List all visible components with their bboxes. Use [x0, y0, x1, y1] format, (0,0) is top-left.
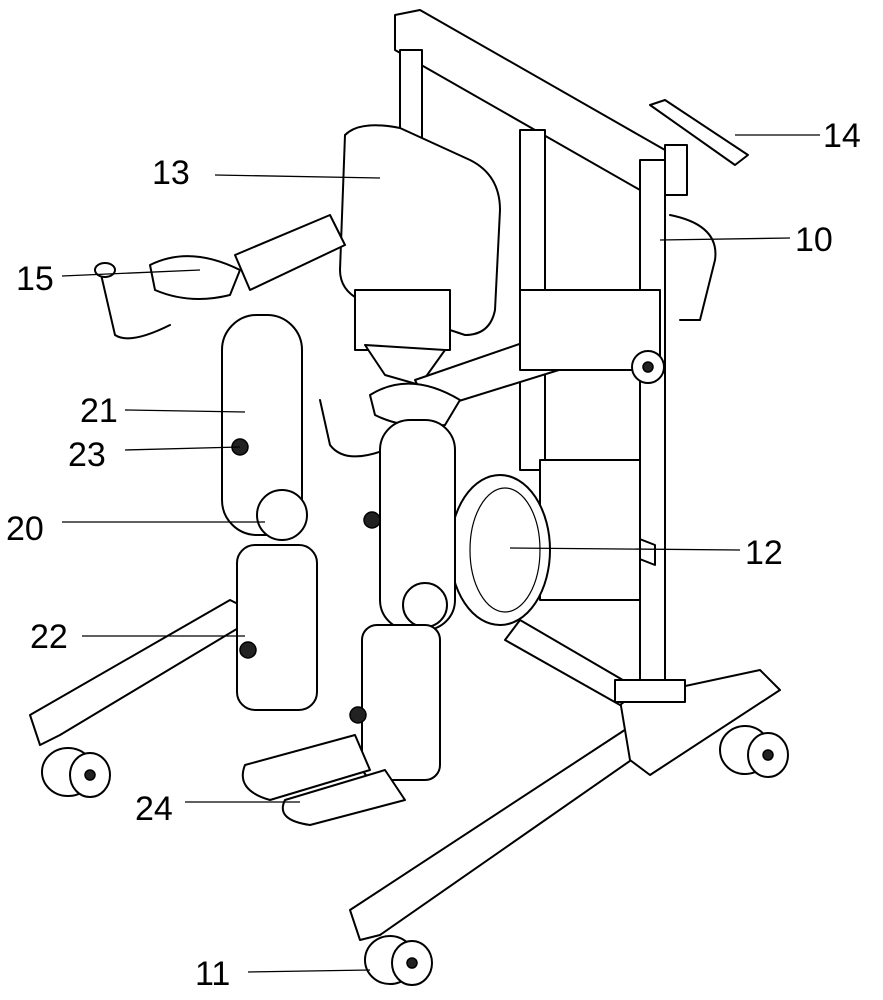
label-15: 15	[16, 260, 54, 298]
label-23: 23	[68, 436, 106, 474]
back-pad	[339, 124, 501, 386]
leader-line-11	[247, 969, 371, 973]
push-handle	[649, 99, 749, 196]
leader-line-10	[659, 237, 791, 241]
leader-line-15	[61, 269, 201, 277]
foot-plate	[241, 734, 406, 826]
thigh-link-left	[221, 314, 308, 541]
label-20: 20	[6, 510, 44, 548]
wheel	[364, 935, 433, 986]
label-13: 13	[152, 154, 190, 192]
label-10: 10	[795, 221, 833, 259]
leader-line-13	[214, 174, 381, 179]
leader-line-23	[124, 446, 241, 451]
leader-line-12	[509, 547, 741, 551]
label-12: 12	[745, 534, 783, 572]
label-14: 14	[823, 117, 861, 155]
armrest-left	[94, 214, 346, 340]
shank-link-left	[236, 544, 318, 711]
wheel	[41, 747, 111, 798]
label-21: 21	[80, 392, 118, 430]
leg-right	[349, 419, 456, 781]
label-22: 22	[30, 618, 68, 656]
leader-line-21	[124, 409, 246, 413]
wheel	[719, 725, 789, 778]
armrest-right	[319, 289, 665, 458]
label-11: 11	[195, 955, 230, 993]
label-24: 24	[135, 790, 173, 828]
pelvic-support	[449, 474, 551, 626]
